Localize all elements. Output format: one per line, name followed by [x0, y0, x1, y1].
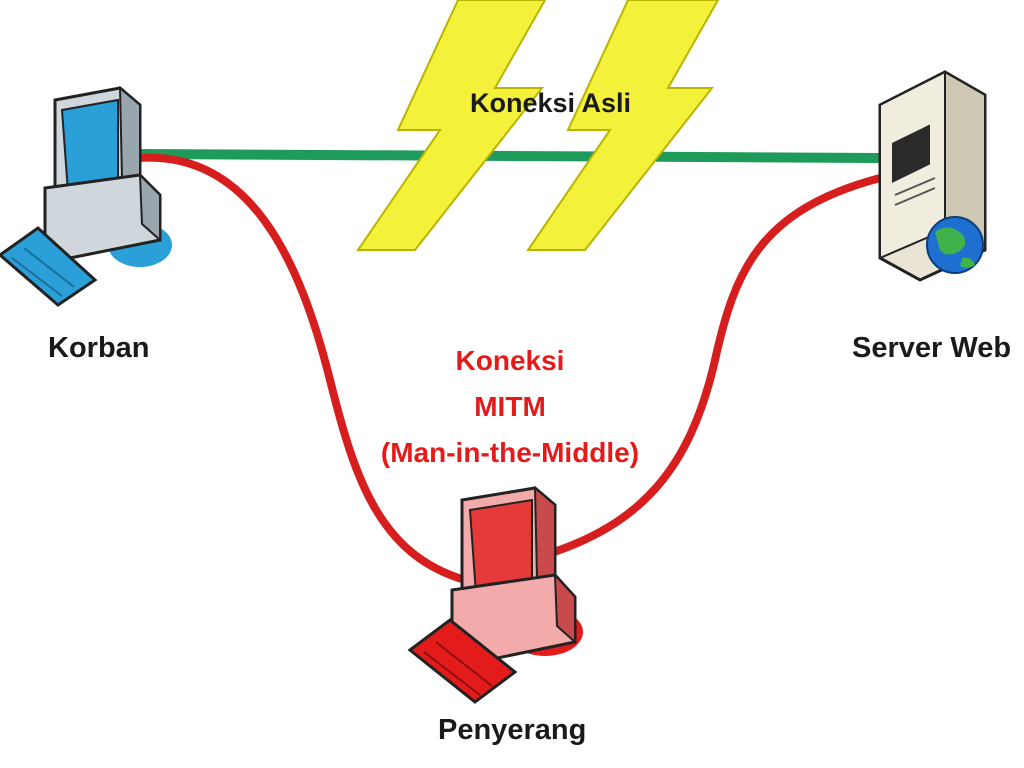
mitm-label-line-1: Koneksi	[455, 345, 565, 376]
original-connection-line	[137, 149, 881, 163]
victim-label: Korban	[48, 332, 150, 364]
victim-computer-icon	[0, 85, 172, 307]
server-label: Server Web	[852, 332, 1012, 364]
attacker-label: Penyerang	[438, 714, 587, 746]
mitm-connection-attacker-server	[543, 174, 882, 559]
lightning-bolt-icon	[356, 0, 547, 251]
mitm-label-line-2: MITM	[474, 391, 546, 422]
original-connection-label: Koneksi Asli	[470, 88, 632, 118]
mitm-connection-victim-attacker	[137, 153, 467, 584]
lightning-bolt-icon	[526, 0, 720, 251]
mitm-label-line-3: (Man-in-the-Middle)	[380, 437, 640, 468]
mitm-connection-label: Koneksi MITM (Man-in-the-Middle)	[360, 338, 660, 476]
globe-icon	[926, 216, 984, 274]
attacker-computer-icon	[407, 485, 583, 704]
